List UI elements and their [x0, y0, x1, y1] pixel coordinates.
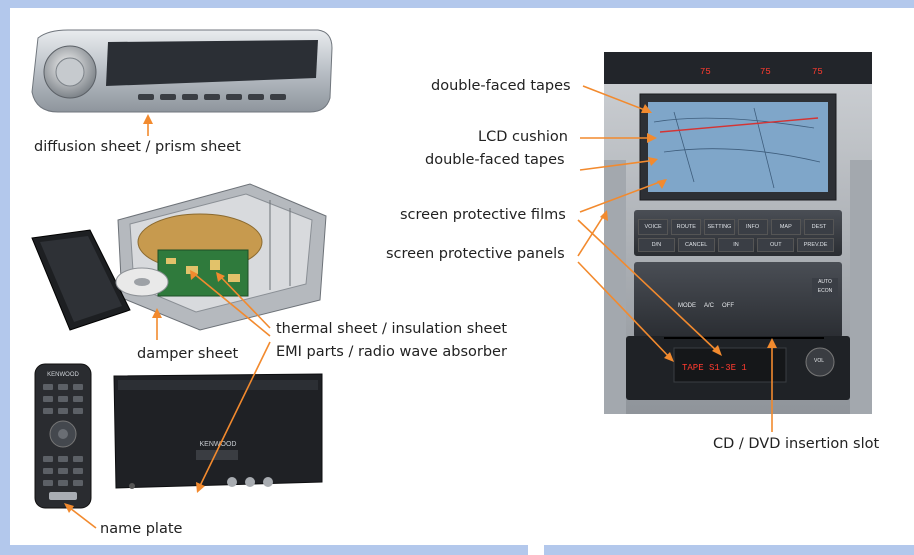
dash-button-route[interactable]: ROUTE [671, 219, 702, 235]
label-emi: EMI parts / radio wave absorber [276, 344, 507, 360]
label-cd-slot: CD / DVD insertion slot [713, 436, 880, 452]
dash-button-dest[interactable]: DEST [803, 219, 835, 235]
label-double-faced-tapes: double-faced tapes [431, 78, 571, 94]
frame-left [0, 0, 10, 555]
label-screen-films: screen protective films [400, 207, 566, 223]
dash-button-info[interactable]: INFO [737, 219, 768, 235]
vol-knob-label: VOL [814, 358, 825, 364]
tuner-box-photo: KENWOOD [113, 373, 323, 489]
dash-buttons-row2: D/N CANCEL IN OUT PREV.DE [638, 238, 834, 252]
remote-control-photo: KENWOOD [34, 363, 92, 509]
climate-row: MODE A/C OFF [678, 303, 812, 315]
label-diffusion: diffusion sheet / prism sheet [34, 139, 241, 155]
dash-button-prev-dest[interactable]: PREV.DE [797, 238, 834, 252]
label-damper: damper sheet [137, 346, 239, 362]
ac-label[interactable]: A/C [704, 303, 715, 309]
label-thermal: thermal sheet / insulation sheet [276, 321, 508, 337]
label-lcd-cushion: LCD cushion [478, 129, 568, 145]
dash-buttons-row1: VOICE ROUTE SETTING INFO MAP DEST [638, 219, 835, 235]
label-lcd-double-faced: double-faced tapes [425, 152, 565, 168]
frame-top [0, 0, 914, 8]
remote-brand: KENWOOD [47, 372, 79, 378]
tuner-brand: KENWOOD [200, 441, 237, 448]
label-name-plate: name plate [100, 521, 183, 537]
dash-button-map[interactable]: MAP [770, 219, 801, 235]
svg-text:75: 75 [812, 67, 823, 77]
car-stereo-photo [31, 29, 333, 113]
dash-button-in[interactable]: IN [717, 238, 755, 252]
frame-bottom [0, 545, 914, 555]
frame-bottom-gap [528, 545, 544, 555]
mode-label[interactable]: MODE [678, 303, 696, 309]
dash-button-cancel[interactable]: CANCEL [677, 238, 715, 252]
dash-button-dn[interactable]: D/N [638, 238, 675, 252]
off-label[interactable]: OFF [722, 303, 735, 309]
label-screen-panels: screen protective panels [386, 246, 565, 262]
dash-button-voice[interactable]: VOICE [638, 219, 669, 235]
auto-econ-button[interactable]: AUTO ECON [812, 278, 838, 298]
dash-button-setting[interactable]: SETTING [704, 219, 735, 235]
svg-text:75: 75 [760, 67, 771, 77]
svg-text:75: 75 [700, 67, 711, 77]
dash-button-out[interactable]: OUT [757, 238, 795, 252]
tape-display: TAPE S1-3E 1 [682, 363, 747, 373]
